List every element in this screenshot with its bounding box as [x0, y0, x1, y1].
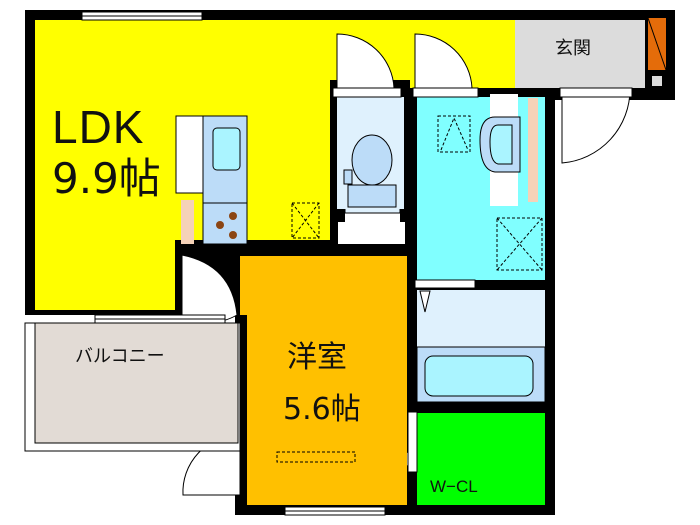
- toilet-bowl-icon: [351, 134, 393, 186]
- stove-burner-icon: [229, 212, 237, 220]
- walk-in-closet-label: W−CL: [430, 477, 478, 496]
- balcony-label: バルコニー: [75, 346, 165, 367]
- kitchen-sink-icon: [212, 127, 241, 171]
- room-washroom: [417, 97, 545, 280]
- room-balcony: [34, 322, 239, 444]
- ldk-size: 9.9帖: [52, 154, 161, 203]
- room-entrance: [515, 20, 645, 88]
- entrance-label: 玄関: [555, 38, 591, 59]
- room-walk-in-closet: [417, 413, 545, 505]
- room-ldk: [35, 20, 515, 310]
- bathtub-icon: [424, 355, 534, 397]
- room-western: [240, 256, 407, 505]
- western-room-label: 洋室: [287, 340, 347, 375]
- western-room-size: 5.6帖: [283, 392, 361, 427]
- ldk-label: LDK: [52, 101, 145, 153]
